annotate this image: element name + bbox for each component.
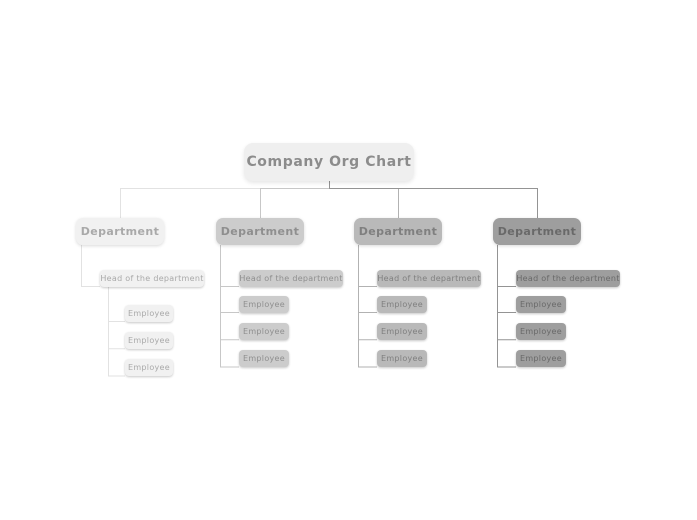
root-node[interactable]: Company Org Chart [244, 143, 414, 181]
connector-root-dept2 [260, 180, 330, 218]
department-node-2[interactable]: Department [216, 218, 304, 245]
head-node-3[interactable]: Head of the department [377, 269, 481, 287]
employee-node[interactable]: Employee [377, 350, 427, 367]
employee-node-label: Employee [519, 354, 563, 363]
employee-node[interactable]: Employee [125, 304, 173, 322]
employee-node-label: Employee [127, 363, 171, 372]
department-node-label: Department [80, 225, 160, 238]
connector-col4 [497, 245, 516, 368]
employee-node-label: Employee [242, 299, 286, 309]
head-node-label: Head of the department [516, 273, 620, 283]
employee-node-label: Employee [380, 354, 424, 363]
employee-node[interactable]: Employee [125, 331, 173, 349]
employee-node-label: Employee [127, 308, 171, 318]
department-node-1[interactable]: Department [76, 218, 164, 245]
employee-node-label: Employee [380, 299, 424, 309]
department-node-label: Department [358, 225, 438, 238]
root-node-label: Company Org Chart [246, 154, 412, 170]
employee-node[interactable]: Employee [516, 322, 566, 340]
connector-root-dept3 [329, 180, 399, 218]
employee-node[interactable]: Employee [516, 350, 566, 367]
employee-node-label: Employee [519, 326, 563, 336]
head-node-label: Head of the department [239, 273, 343, 283]
head-node-label: Head of the department [100, 273, 204, 283]
connector-col2 [220, 245, 239, 368]
department-node-4[interactable]: Department [493, 218, 581, 245]
employee-node[interactable]: Employee [239, 350, 289, 367]
employee-node[interactable]: Employee [516, 295, 566, 313]
employee-node-label: Employee [380, 326, 424, 336]
employee-node-label: Employee [519, 299, 563, 309]
department-node-label: Department [220, 225, 300, 238]
employee-node[interactable]: Employee [377, 322, 427, 340]
employee-node[interactable]: Employee [377, 295, 427, 313]
employee-node[interactable]: Employee [239, 322, 289, 340]
employee-node-label: Employee [242, 354, 286, 363]
employee-node[interactable]: Employee [125, 359, 173, 376]
head-node-2[interactable]: Head of the department [239, 269, 343, 287]
department-node-label: Department [497, 225, 577, 238]
connector-col3 [358, 245, 377, 368]
employee-node[interactable]: Employee [239, 295, 289, 313]
employee-node-label: Employee [127, 335, 171, 345]
employee-node-label: Employee [242, 326, 286, 336]
department-node-3[interactable]: Department [354, 218, 442, 245]
connector-root-dept4 [329, 180, 538, 218]
head-node-4[interactable]: Head of the department [516, 269, 620, 287]
connector-col1 [81, 245, 125, 377]
head-node-1[interactable]: Head of the department [100, 269, 204, 287]
connector-root-dept1 [120, 180, 330, 218]
head-node-label: Head of the department [377, 273, 481, 283]
